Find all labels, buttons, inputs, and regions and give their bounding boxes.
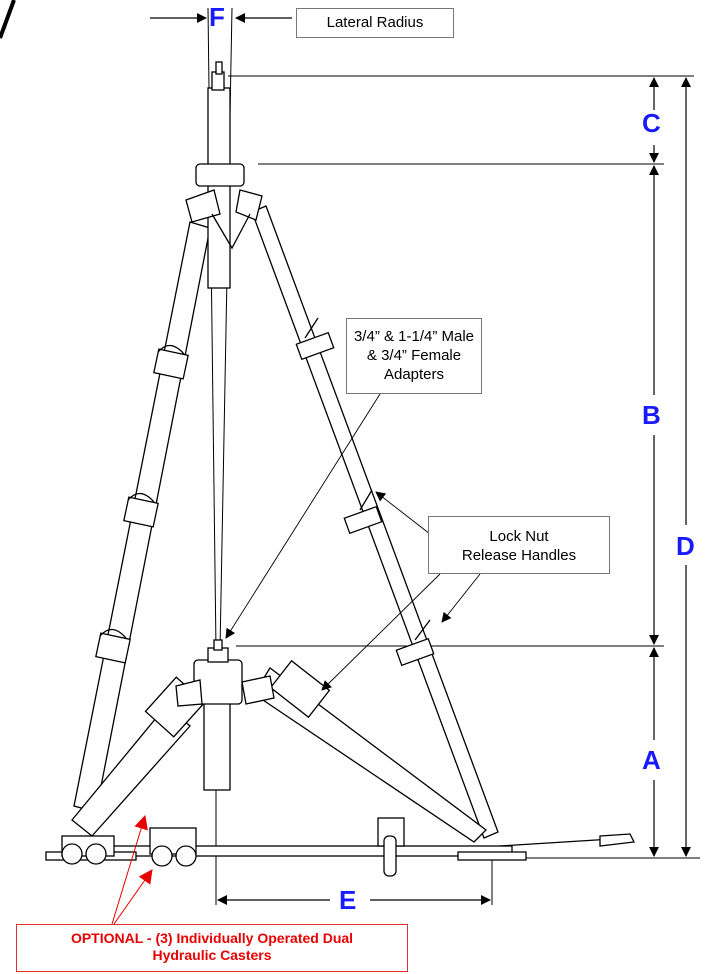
lock-nut-callout: Lock Nut Release Handles [428, 516, 610, 574]
mast-lower [203, 699, 231, 791]
extension-lines [207, 7, 700, 905]
corner-mark [0, 0, 16, 39]
tripod-structure [45, 61, 635, 877]
caster-right [377, 817, 405, 877]
adapters-callout: 3/4” & 1-1/4” Male & 3/4” Female Adapter… [346, 318, 482, 394]
dimension-label-d: D [674, 531, 697, 561]
dimension-label-c: C [640, 108, 663, 138]
dimension-lines [150, 13, 691, 905]
lock-nut-line-2: Release Handles [461, 547, 577, 564]
lateral-radius-label: Lateral Radius [326, 14, 424, 31]
optional-line-1: OPTIONAL - (3) Individually Operated Dua… [70, 930, 354, 946]
dimension-label-e: E [337, 885, 359, 915]
adapters-line-1: 3/4” & 1-1/4” Male [353, 328, 475, 345]
dimension-label-a: A [640, 745, 663, 775]
dimension-label-f: F [209, 2, 225, 32]
caster-left [61, 835, 115, 865]
optional-line-2: Hydraulic Casters [152, 947, 272, 963]
callout-leaders [225, 393, 481, 691]
optional-casters-callout: OPTIONAL - (3) Individually Operated Dua… [16, 924, 408, 972]
caster-center [149, 827, 197, 867]
lock-nut-line-1: Lock Nut [489, 528, 549, 545]
optional-arrows [111, 815, 153, 925]
lateral-radius-callout: Lateral Radius [296, 8, 454, 38]
mast-upper [207, 87, 231, 289]
adapters-line-3: Adapters [383, 366, 445, 383]
upper-hub [195, 163, 245, 187]
adapters-line-2: & 3/4” Female [366, 347, 462, 364]
dimension-label-b: B [640, 400, 663, 430]
